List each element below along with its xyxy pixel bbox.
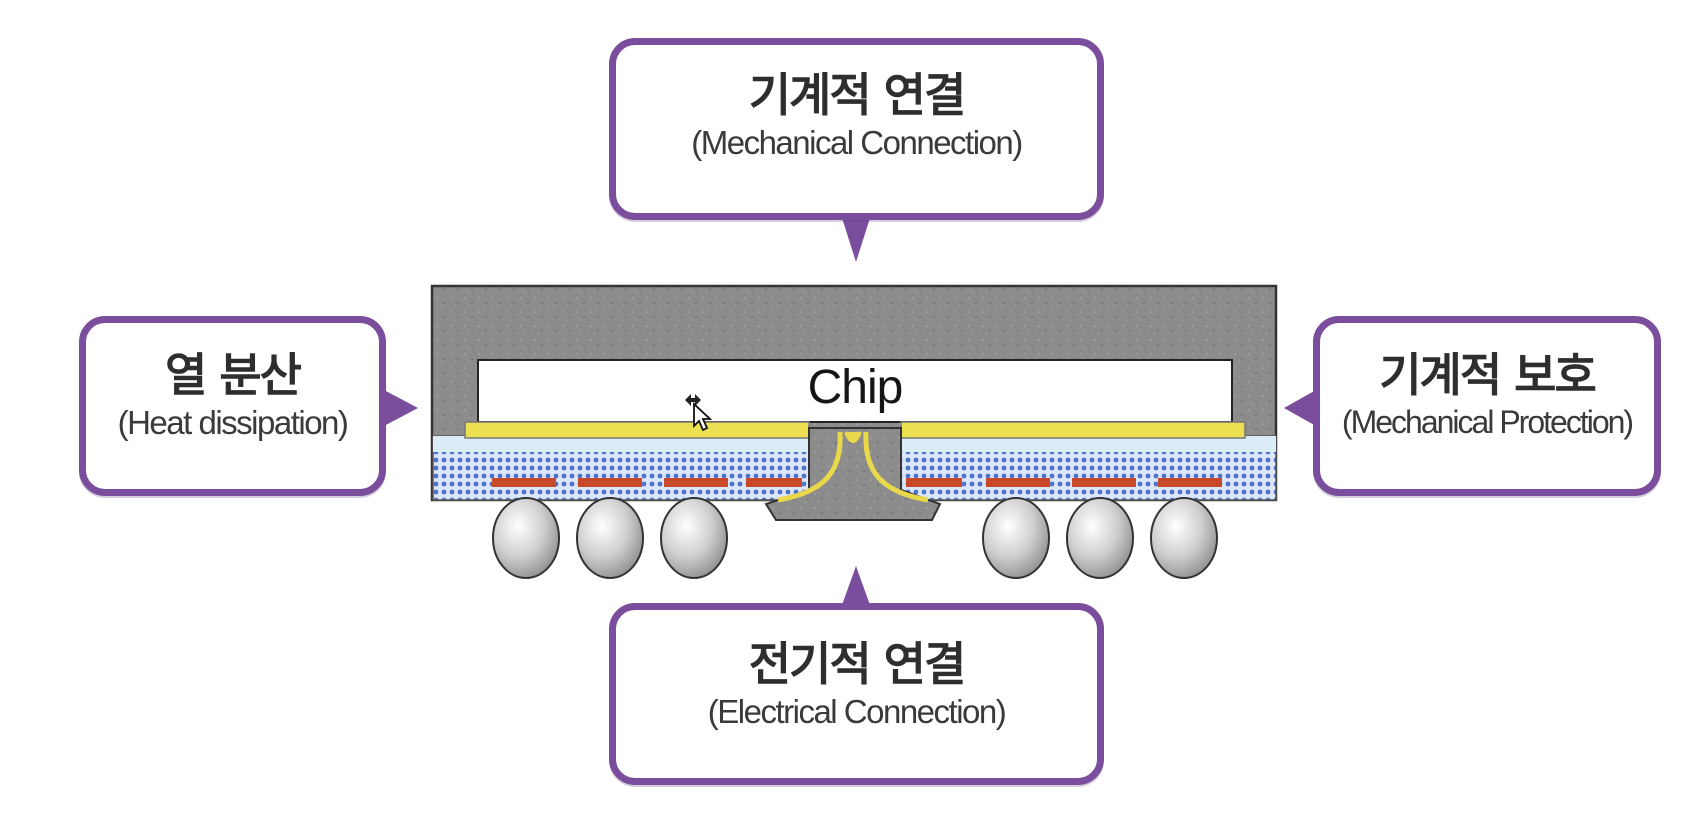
callout-title-ko: 전기적 연결 [748,637,967,691]
chip-label: Chip [807,361,904,414]
callout-title-ko: 열 분산 [165,348,302,402]
solder-balls [492,497,1218,579]
center-bond-wire-cavity [764,427,942,521]
callout-title-ko: 기계적 연결 [748,68,967,122]
solder-ball [660,497,728,579]
callout-mechanical-connection: 기계적 연결 (Mechanical Connection) [609,38,1104,220]
solder-ball [492,497,560,579]
callout-title-en: (Mechanical Protection) [1341,403,1634,440]
callout-title-en: (Heat dissipation) [117,403,349,441]
substrate-left [432,421,810,501]
solder-ball [576,497,644,579]
solder-ball [982,497,1050,579]
callout-electrical-connection: 전기적 연결 (Electrical Connection) [609,603,1104,785]
callout-left-pointer [384,390,418,426]
substrate-right [900,421,1277,501]
solder-ball [1066,497,1134,579]
callout-bottom-pointer [842,566,870,605]
callout-top-pointer [842,218,870,262]
move-cursor-icon [685,394,713,432]
callout-title-en: (Mechanical Connection) [691,123,1023,161]
callout-right-pointer [1284,390,1316,426]
callout-heat-dissipation: 열 분산 (Heat dissipation) [79,316,386,496]
callout-title-en: (Electrical Connection) [707,692,1007,730]
callout-mechanical-protection: 기계적 보호 (Mechanical Protection) [1313,316,1661,496]
solder-ball [1150,497,1218,579]
callout-title-ko: 기계적 보호 [1379,348,1597,402]
